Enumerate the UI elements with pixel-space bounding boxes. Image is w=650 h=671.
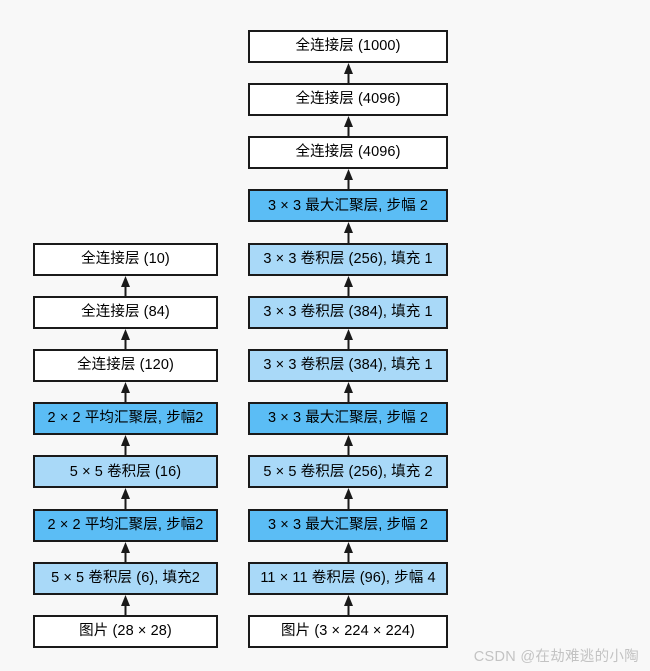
layer-node-lenet-0: 全连接层 (10) bbox=[33, 242, 218, 276]
flow-arrow-icon bbox=[121, 328, 130, 350]
layer-node-label: 3 × 3 卷积层 (384), 填充 1 bbox=[263, 357, 433, 374]
flow-arrow-icon bbox=[343, 328, 353, 350]
layer-node-label: 全连接层 (4096) bbox=[295, 91, 401, 108]
layer-node-label: 3 × 3 最大汇聚层, 步幅 2 bbox=[267, 410, 429, 427]
flow-arrow-icon bbox=[121, 275, 130, 297]
flow-arrow-icon bbox=[343, 222, 353, 244]
layer-node-label: 全连接层 (120) bbox=[77, 357, 174, 374]
layer-node-lenet-6: 5 × 5 卷积层 (6), 填充2 bbox=[33, 561, 218, 595]
layer-node-alexnet-4: 3 × 3 卷积层 (256), 填充 1 bbox=[248, 242, 448, 276]
layer-node-label: 全连接层 (4096) bbox=[295, 144, 401, 161]
layer-node-label: 图片 (3 × 224 × 224) bbox=[281, 623, 415, 640]
layer-node-lenet-5: 2 × 2 平均汇聚层, 步幅2 bbox=[33, 508, 218, 542]
layer-node-alexnet-3: 3 × 3 最大汇聚层, 步幅 2 bbox=[248, 189, 448, 223]
layer-node-label: 全连接层 (10) bbox=[81, 250, 170, 267]
layer-node-alexnet-11: 图片 (3 × 224 × 224) bbox=[248, 615, 448, 648]
flow-arrow-icon bbox=[121, 594, 130, 616]
flow-arrow-icon bbox=[343, 116, 353, 137]
layer-node-alexnet-10: 11 × 11 卷积层 (96), 步幅 4 bbox=[248, 561, 448, 595]
flow-arrow-icon bbox=[343, 62, 353, 84]
layer-node-alexnet-6: 3 × 3 卷积层 (384), 填充 1 bbox=[248, 349, 448, 382]
flow-arrow-icon bbox=[121, 488, 130, 510]
layer-node-lenet-1: 全连接层 (84) bbox=[33, 295, 218, 329]
flow-arrow-icon bbox=[343, 382, 353, 403]
layer-node-label: 全连接层 (1000) bbox=[295, 38, 401, 55]
flow-arrow-icon bbox=[343, 488, 353, 510]
flow-arrow-icon bbox=[343, 275, 353, 297]
layer-node-label: 3 × 3 卷积层 (384), 填充 1 bbox=[263, 304, 433, 321]
architecture-column-alexnet: 全连接层 (1000) 全连接层 (4096) 全连接层 (4096) 3 × 3 最… bbox=[248, 0, 448, 671]
flow-arrow-icon bbox=[343, 169, 353, 191]
layer-node-alexnet-5: 3 × 3 卷积层 (384), 填充 1 bbox=[248, 295, 448, 329]
flow-arrow-icon bbox=[343, 435, 353, 457]
layer-node-label: 5 × 5 卷积层 (16) bbox=[69, 463, 182, 480]
layer-node-lenet-7: 图片 (28 × 28) bbox=[33, 615, 218, 648]
layer-node-label: 11 × 11 卷积层 (96), 步幅 4 bbox=[260, 570, 436, 587]
layer-node-label: 5 × 5 卷积层 (6), 填充2 bbox=[51, 570, 200, 587]
layer-node-lenet-3: 2 × 2 平均汇聚层, 步幅2 bbox=[33, 402, 218, 436]
layer-node-alexnet-7: 3 × 3 最大汇聚层, 步幅 2 bbox=[248, 402, 448, 436]
layer-node-alexnet-2: 全连接层 (4096) bbox=[248, 136, 448, 170]
layer-node-lenet-2: 全连接层 (120) bbox=[33, 349, 218, 382]
architecture-column-lenet: 全连接层 (10) 全连接层 (84) 全连接层 (120) 2 × 2 平均汇聚层,… bbox=[33, 0, 218, 671]
layer-node-label: 全连接层 (84) bbox=[81, 304, 170, 321]
layer-node-label: 3 × 3 最大汇聚层, 步幅 2 bbox=[267, 197, 429, 214]
layer-node-alexnet-1: 全连接层 (4096) bbox=[248, 83, 448, 116]
layer-node-lenet-4: 5 × 5 卷积层 (16) bbox=[33, 455, 218, 489]
layer-node-alexnet-9: 3 × 3 最大汇聚层, 步幅 2 bbox=[248, 508, 448, 542]
flow-arrow-icon bbox=[121, 541, 130, 563]
watermark-text: CSDN @在劫难逃的小陶 bbox=[473, 649, 639, 665]
layer-node-label: 图片 (28 × 28) bbox=[79, 623, 172, 640]
flow-arrow-icon bbox=[121, 435, 130, 457]
flow-arrow-icon bbox=[121, 382, 130, 403]
layer-node-alexnet-0: 全连接层 (1000) bbox=[248, 29, 448, 63]
layer-node-alexnet-8: 5 × 5 卷积层 (256), 填充 2 bbox=[248, 455, 448, 489]
flow-arrow-icon bbox=[343, 594, 353, 616]
flow-arrow-icon bbox=[343, 541, 353, 563]
layer-node-label: 2 × 2 平均汇聚层, 步幅2 bbox=[47, 516, 204, 533]
layer-node-label: 2 × 2 平均汇聚层, 步幅2 bbox=[47, 410, 204, 427]
layer-node-label: 5 × 5 卷积层 (256), 填充 2 bbox=[263, 463, 433, 480]
layer-node-label: 3 × 3 卷积层 (256), 填充 1 bbox=[263, 250, 433, 267]
layer-node-label: 3 × 3 最大汇聚层, 步幅 2 bbox=[267, 516, 429, 533]
